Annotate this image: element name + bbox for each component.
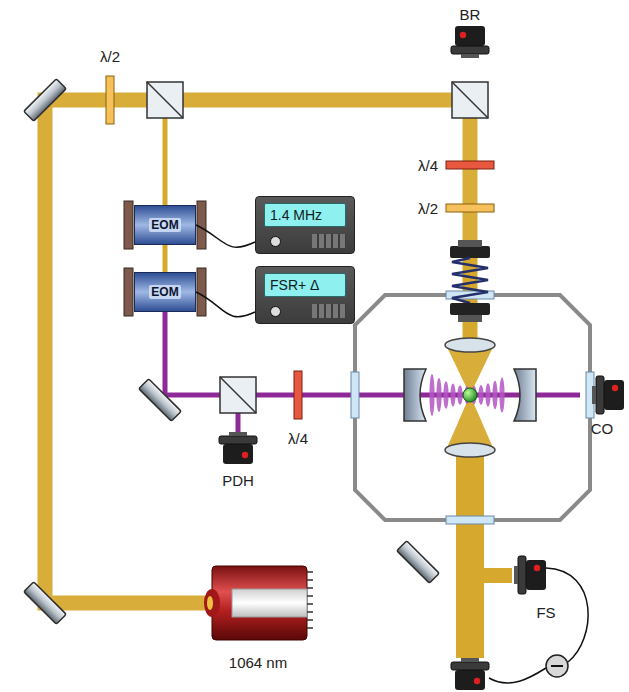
half-wave-plate bbox=[106, 76, 114, 124]
wave-lobe bbox=[450, 384, 455, 407]
standing-wave bbox=[429, 374, 504, 416]
wave-lobe bbox=[492, 381, 497, 409]
signal-wire bbox=[489, 668, 546, 683]
wave-lobe bbox=[443, 381, 448, 409]
laser bbox=[204, 566, 313, 640]
quarter-wave-plate bbox=[446, 161, 494, 169]
photodetector bbox=[592, 376, 624, 414]
photodetector bbox=[219, 432, 257, 464]
viewport bbox=[351, 291, 594, 524]
component-label: λ/4 bbox=[418, 157, 438, 174]
laser-beam bbox=[484, 568, 512, 583]
mirror bbox=[397, 541, 439, 583]
atom bbox=[463, 388, 477, 402]
keypad bbox=[312, 234, 346, 248]
laser-beam bbox=[45, 100, 470, 603]
lens bbox=[445, 338, 495, 352]
photodetector bbox=[514, 556, 546, 594]
piezo-mount bbox=[450, 240, 490, 322]
signal-cable bbox=[196, 292, 255, 317]
half-wave-plate bbox=[446, 204, 494, 212]
component-label: BR bbox=[460, 6, 481, 23]
component-label: CO bbox=[591, 420, 614, 437]
frequency-display: FSR+ Δ bbox=[264, 273, 346, 297]
eom-electrodes bbox=[124, 201, 206, 316]
cavity-mirror bbox=[404, 369, 426, 421]
signal-generator: 1.4 MHz bbox=[255, 196, 355, 254]
eom-label: EOM bbox=[149, 218, 180, 232]
vacuum-chamber bbox=[355, 295, 590, 520]
wave-lobe bbox=[478, 385, 483, 405]
beam-splitter bbox=[220, 377, 256, 413]
beam-splitter bbox=[147, 82, 183, 118]
eom-label: EOM bbox=[149, 285, 180, 299]
mirror bbox=[24, 79, 66, 121]
cavity-mirror bbox=[514, 369, 536, 421]
laser-beam bbox=[163, 100, 168, 292]
photodetector bbox=[451, 26, 489, 58]
wave-lobe bbox=[436, 378, 441, 412]
beam-splitter bbox=[452, 82, 488, 118]
mirror bbox=[139, 379, 181, 421]
eom-box: EOM bbox=[134, 272, 196, 312]
photodetector bbox=[451, 658, 489, 690]
laser-beam bbox=[456, 450, 484, 658]
lens bbox=[445, 443, 495, 457]
output-port bbox=[270, 236, 281, 247]
wave-lobe bbox=[457, 385, 462, 405]
wave-lobe bbox=[429, 374, 434, 416]
component-label: FS bbox=[536, 604, 555, 621]
output-port bbox=[270, 306, 281, 317]
component-label: λ/2 bbox=[418, 200, 438, 217]
keypad bbox=[312, 304, 346, 318]
subtractor bbox=[546, 655, 568, 677]
wave-lobe bbox=[485, 383, 490, 406]
quarter-wave-plate bbox=[294, 371, 302, 419]
wave-lobe bbox=[499, 377, 504, 412]
signal-generator: FSR+ Δ bbox=[255, 266, 355, 324]
component-label: λ/4 bbox=[288, 430, 308, 447]
frequency-display: 1.4 MHz bbox=[264, 203, 346, 227]
component-label: 1064 nm bbox=[229, 654, 287, 671]
mirror bbox=[24, 582, 66, 624]
component-label: PDH bbox=[222, 472, 254, 489]
signal-cable bbox=[196, 225, 255, 247]
component-label: λ/2 bbox=[100, 48, 120, 65]
eom-box: EOM bbox=[134, 205, 196, 245]
